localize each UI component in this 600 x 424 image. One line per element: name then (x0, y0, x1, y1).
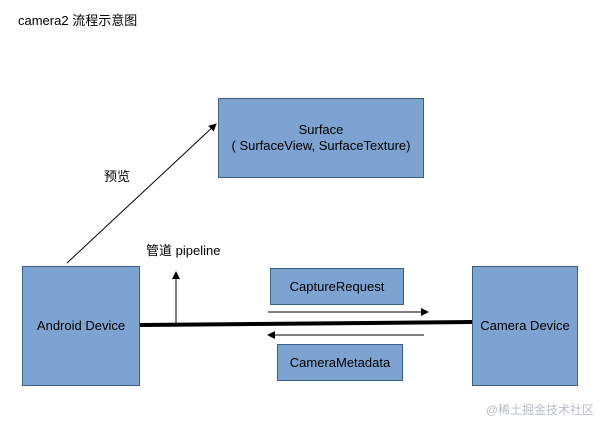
preview-arrow (66, 123, 217, 264)
pipeline-connection (139, 320, 473, 327)
camera-device-label: Camera Device (480, 318, 570, 333)
preview-label: 预览 (104, 169, 131, 184)
android-device-label: Android Device (36, 318, 126, 333)
capture-request-node: CaptureRequest (270, 268, 404, 305)
camera-metadata-node: CameraMetadata (277, 344, 403, 381)
capture-request-label: CaptureRequest (289, 278, 385, 294)
android-device-node: Android Device (22, 266, 140, 386)
pipeline-label: 管道 pipeline (146, 243, 221, 258)
camera-device-node: Camera Device (472, 266, 578, 386)
surface-node-title: Surface (298, 122, 344, 137)
camera-metadata-label: CameraMetadata (289, 354, 391, 370)
surface-node: Surface ( SurfaceView, SurfaceTexture) (218, 98, 424, 178)
watermark: @稀土掘金技术社区 (485, 403, 594, 417)
surface-node-subtitle: ( SurfaceView, SurfaceTexture) (231, 138, 411, 153)
page-title: camera2 流程示意图 (18, 13, 138, 28)
